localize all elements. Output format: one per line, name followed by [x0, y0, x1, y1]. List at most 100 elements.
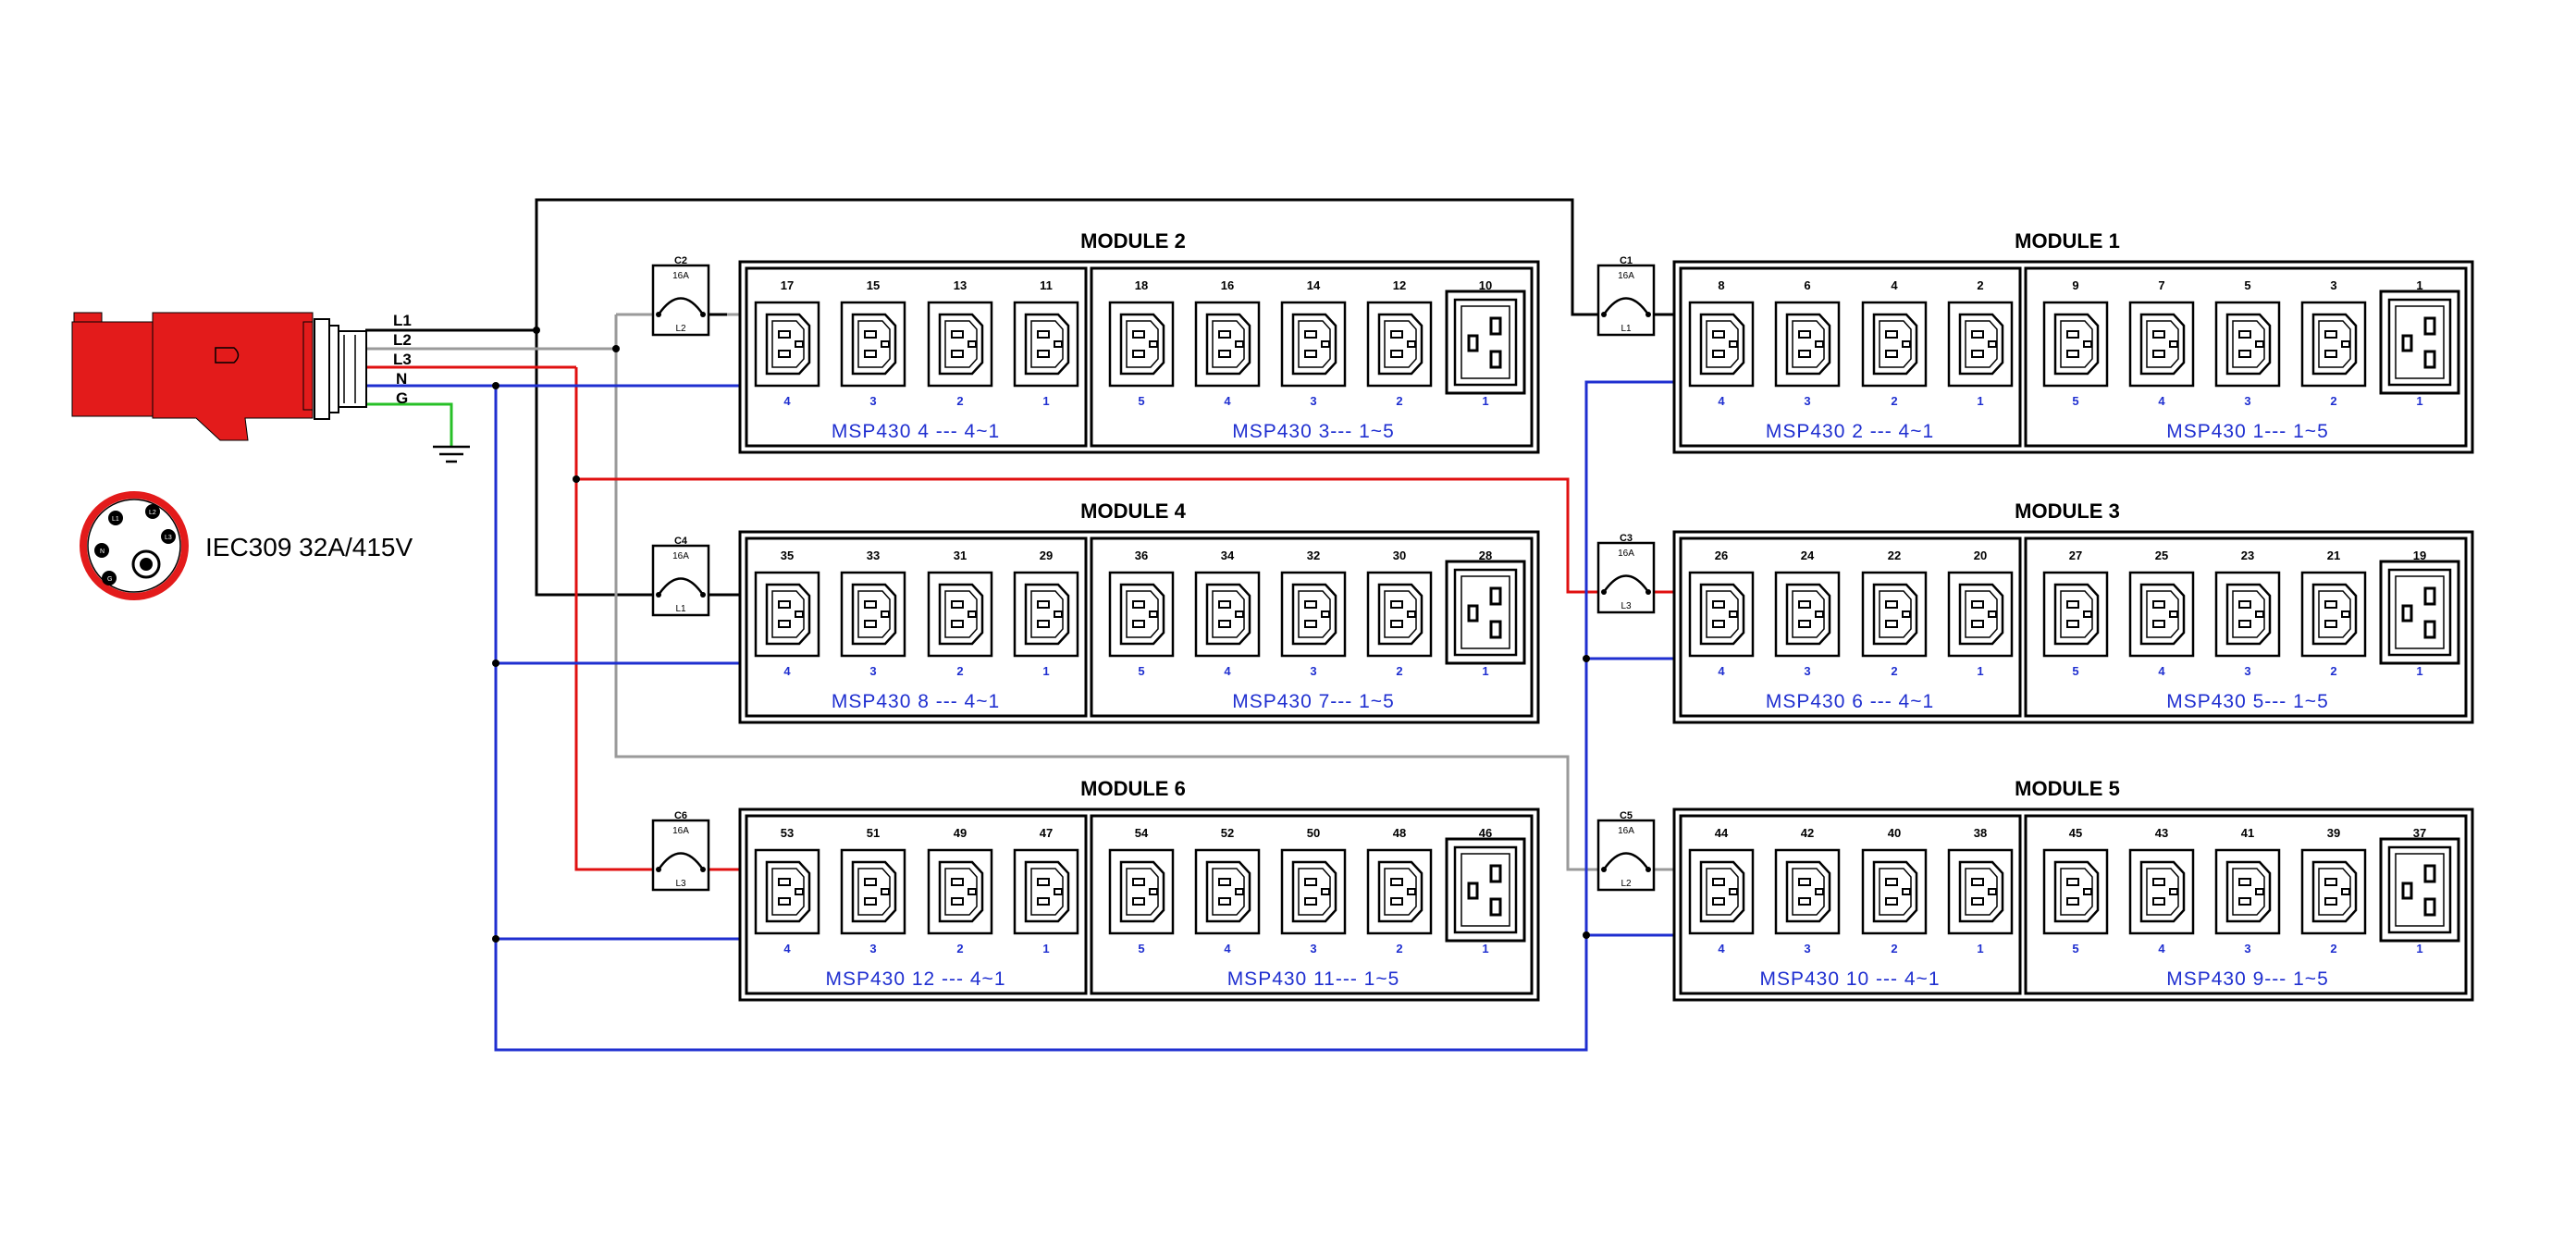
plug-type-label: IEC309 32A/415V [205, 533, 413, 561]
module-frame [1672, 808, 2474, 1002]
c13-outlet-icon [1861, 301, 1928, 388]
c13-outlet-icon [927, 301, 993, 388]
outlet-index: 2 [2330, 664, 2336, 678]
c13-outlet-icon [754, 848, 820, 935]
breaker-arc-icon [657, 577, 705, 596]
msp-left-frame [745, 536, 1088, 718]
wire-n [365, 380, 1674, 1052]
breaker-rating: 16A [672, 551, 689, 561]
outlet-number: 29 [1040, 549, 1053, 562]
outlet-number: 5 [2244, 278, 2250, 292]
wire-l1 [365, 198, 1598, 597]
breaker-phase: L2 [1621, 879, 1632, 889]
outlet-index: 3 [2244, 394, 2250, 408]
outlet-number: 45 [2069, 826, 2082, 840]
c13-outlet-icon [1366, 571, 1433, 658]
module-title: MODULE 3 [2015, 499, 2120, 523]
outlet-number: 42 [1801, 826, 1814, 840]
breaker-box [651, 544, 710, 617]
outlet-index: 1 [1042, 664, 1049, 678]
outlet-index: 3 [869, 942, 876, 956]
module-title: MODULE 4 [1080, 499, 1186, 523]
outlet-number: 31 [954, 549, 967, 562]
outlet-index: 4 [1224, 664, 1231, 678]
breaker-name: C1 [1620, 255, 1633, 266]
c19-outlet-icon [2379, 290, 2460, 395]
breaker-box [651, 264, 710, 337]
breaker-box [1596, 264, 1656, 337]
breaker-name: C5 [1620, 810, 1633, 821]
outlet-number: 27 [2069, 549, 2082, 562]
msp-right-frame [2024, 266, 2468, 448]
c13-outlet-icon [1108, 848, 1175, 935]
outlet-number: 51 [867, 826, 880, 840]
outlet-number: 17 [781, 278, 794, 292]
breaker-name: C3 [1620, 533, 1633, 544]
outlet-index: 2 [2330, 394, 2336, 408]
outlet-number: 21 [2327, 549, 2340, 562]
wire-label-l1: L1 [393, 312, 412, 329]
msp-left-label: MSP430 8 --- 4~1 [832, 691, 1000, 712]
msp-left-label: MSP430 2 --- 4~1 [1766, 421, 1934, 442]
c13-outlet-icon [1688, 848, 1755, 935]
msp-left-label: MSP430 4 --- 4~1 [832, 421, 1000, 442]
outlet-number: 32 [1307, 549, 1320, 562]
breaker-rating: 16A [672, 826, 689, 836]
outlet-number: 26 [1715, 549, 1728, 562]
outlet-number: 25 [2155, 549, 2168, 562]
outlet-number: 40 [1888, 826, 1901, 840]
outlet-index: 5 [2072, 942, 2078, 956]
outlet-number: 28 [1479, 549, 1492, 562]
module-frame [738, 530, 1540, 724]
msp-right-label: MSP430 7--- 1~5 [1232, 691, 1395, 712]
pin-label-g: G [107, 576, 112, 583]
c13-outlet-icon [1366, 301, 1433, 388]
outlet-index: 4 [2158, 942, 2165, 956]
msp-left-frame [1679, 266, 2022, 448]
c13-outlet-icon [2300, 848, 2367, 935]
wire-l3 [365, 365, 1674, 871]
outlet-number: 11 [1040, 278, 1053, 292]
outlet-number: 8 [1718, 278, 1724, 292]
module-frame [738, 808, 1540, 1002]
module-frame [1672, 260, 2474, 454]
ground-icon [433, 445, 470, 463]
module-title: MODULE 6 [1080, 777, 1186, 800]
outlet-index: 2 [1891, 394, 1897, 408]
breakers: C216AL2C116AL1C416AL1C316AL3C616AL3C516A… [651, 255, 1656, 892]
c13-outlet-icon [1013, 848, 1079, 935]
c13-outlet-icon [2214, 848, 2281, 935]
c13-outlet-icon [1194, 848, 1261, 935]
outlet-number: 52 [1221, 826, 1234, 840]
outlet-number: 35 [781, 549, 794, 562]
msp-left-label: MSP430 10 --- 4~1 [1759, 968, 1940, 990]
module-title: MODULE 2 [1080, 229, 1186, 253]
msp-right-label: MSP430 9--- 1~5 [2166, 968, 2329, 990]
c13-outlet-icon [1861, 571, 1928, 658]
c19-outlet-icon [1445, 290, 1526, 395]
plug-face-icon: L1 L2 L3 N G [80, 491, 189, 600]
c19-outlet-icon [2379, 837, 2460, 943]
msp-left-frame [745, 814, 1088, 995]
outlet-number: 48 [1393, 826, 1406, 840]
msp-right-frame [2024, 814, 2468, 995]
outlet-number: 9 [2072, 278, 2078, 292]
outlet-index: 3 [869, 664, 876, 678]
outlet-index: 1 [1042, 942, 1049, 956]
outlet-index: 3 [869, 394, 876, 408]
c13-outlet-icon [1947, 301, 2014, 388]
junction-dots [492, 327, 1590, 943]
c13-outlet-icon [840, 571, 906, 658]
c13-outlet-icon [2214, 301, 2281, 388]
c13-outlet-icon [1194, 571, 1261, 658]
msp-right-frame [2024, 536, 2468, 718]
outlet-number: 36 [1135, 549, 1148, 562]
outlet-index: 3 [1310, 942, 1316, 956]
pin-label-l2: L2 [149, 510, 156, 516]
c19-outlet-icon [1445, 560, 1526, 665]
c13-outlet-icon [927, 848, 993, 935]
breaker-phase: L3 [1621, 601, 1632, 611]
outlet-index: 3 [1310, 664, 1316, 678]
